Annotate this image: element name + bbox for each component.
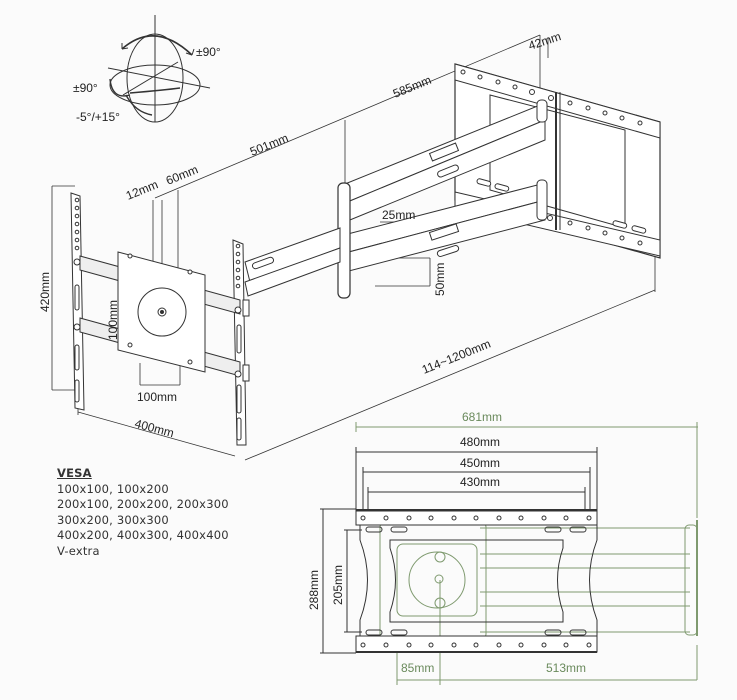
dim-vesa-w: 100mm [137, 390, 177, 404]
dim-arm-first: 501mm [248, 131, 290, 159]
vesa-line: 300x200, 300x300 [57, 512, 169, 527]
dim-extension-range: 114~1200mm [420, 337, 493, 377]
dim-offset-b: 60mm [164, 162, 200, 187]
vesa-line: 100x100, 100x200 [57, 481, 169, 496]
mount-top-view [320, 422, 698, 685]
dim-overall-extended: 681mm [462, 410, 502, 424]
dim-width-450: 450mm [460, 456, 500, 470]
rotate-angle-label: ±90° [73, 81, 98, 95]
dim-offset-a: 12mm [124, 177, 160, 202]
dim-arm-height: 50mm [433, 263, 447, 296]
dim-offset-85: 85mm [401, 661, 434, 675]
tilt-angle-label: -5°/+15° [76, 110, 120, 124]
mount-3d-drawing [51, 34, 661, 461]
dim-height-288: 288mm [307, 570, 321, 610]
vesa-title: VESA [57, 466, 92, 480]
dim-height-left: 420mm [38, 272, 52, 312]
vesa-line: 200x100, 200x200, 200x300 [57, 497, 229, 511]
vesa-compatibility-list: VESA 100x100, 100x200 200x100, 200x200, … [57, 466, 229, 559]
dim-vesa-h: 100mm [106, 300, 120, 340]
dim-arm-thickness: 25mm [382, 208, 415, 222]
dim-height-205: 205mm [331, 565, 345, 605]
dim-width-430: 430mm [460, 475, 500, 489]
dim-depth-plate: 42mm [527, 29, 563, 53]
dim-width-bottom: 400mm [133, 416, 175, 440]
dim-length-513: 513mm [546, 661, 586, 675]
swivel-angle-label: ±90° [196, 45, 221, 59]
vesa-line: V-extra [57, 543, 100, 558]
vesa-line: 400x200, 400x300, 400x400 [57, 528, 229, 542]
dim-width-480: 480mm [460, 435, 500, 449]
dim-arm-top: 585mm [391, 73, 433, 101]
rotation-sphere-icon [107, 15, 211, 123]
